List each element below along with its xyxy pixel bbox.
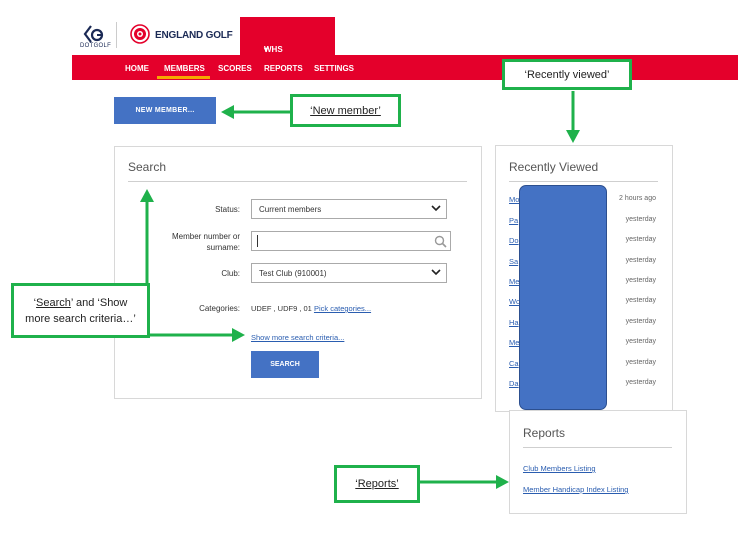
arrowhead-new-member <box>221 105 234 119</box>
england-golf-logo-text: ENGLAND GOLF <box>155 30 233 41</box>
arrowhead-reports <box>496 475 509 489</box>
search-panel <box>114 146 482 399</box>
recent-item-time: yesterday <box>625 338 656 345</box>
dotgolf-logo-text: DOTGOLF <box>80 43 112 49</box>
recent-item-time: yesterday <box>625 318 656 325</box>
annotation-search-word: Search <box>36 296 71 309</box>
recent-item[interactable]: Mo 2 hours ago <box>509 195 656 207</box>
new-member-button[interactable]: NEW MEMBER... <box>114 97 216 124</box>
reports-panel <box>509 410 687 514</box>
recent-item[interactable]: Me yesterday <box>509 338 656 350</box>
recent-item[interactable]: Wo yesterday <box>509 297 656 309</box>
recent-item[interactable]: Da yesterday <box>509 379 656 391</box>
status-select-value: Current members <box>259 205 322 214</box>
recent-item-name[interactable]: Da <box>509 379 519 388</box>
member-search-input[interactable] <box>251 231 451 251</box>
chevron-down-icon: ▾ <box>264 45 269 54</box>
recent-item-time: yesterday <box>625 297 656 304</box>
recent-item-name[interactable]: Sa <box>509 257 519 266</box>
chevron-down-icon <box>431 269 441 276</box>
header-divider <box>116 22 117 48</box>
member-label-line1: Member number or <box>171 232 240 241</box>
recent-item[interactable]: Sa yesterday <box>509 257 656 269</box>
member-handicap-index-listing-link[interactable]: Member Handicap Index Listing <box>523 485 629 494</box>
recent-item[interactable]: Ca yesterday <box>509 359 656 371</box>
search-title: Search <box>128 160 167 174</box>
redaction-block <box>519 185 607 410</box>
member-label: Member number or surname: <box>150 231 240 253</box>
recent-item-name[interactable]: Ha <box>509 318 519 327</box>
whs-platform-tab[interactable]: WHS PLATFORM ▾ <box>240 17 335 63</box>
annotation-search-prefix: ‘ <box>33 296 37 309</box>
nav-active-indicator <box>157 76 210 79</box>
recent-item[interactable]: Me yesterday <box>509 277 656 289</box>
nav-members[interactable]: MEMBERS <box>164 64 205 73</box>
search-divider <box>128 181 467 182</box>
nav-home[interactable]: HOME <box>125 64 149 73</box>
recent-item-name[interactable]: Do <box>509 236 519 245</box>
england-golf-rose-icon <box>130 24 150 44</box>
recent-item-name[interactable]: Pa <box>509 216 519 225</box>
categories-value: UDEF , UDF9 , 01 <box>251 304 312 313</box>
nav-scores[interactable]: SCORES <box>218 64 252 73</box>
club-label: Club: <box>221 269 240 278</box>
show-more-criteria-link[interactable]: Show more search criteria... <box>251 333 345 342</box>
reports-divider <box>523 447 672 448</box>
text-cursor <box>257 235 258 247</box>
club-select-value: Test Club (910001) <box>259 269 327 278</box>
nav-reports[interactable]: REPORTS <box>264 64 303 73</box>
dotgolf-logo-icon <box>83 25 104 43</box>
member-label-line2: surname: <box>206 243 240 252</box>
status-label: Status: <box>215 205 240 214</box>
pick-categories-link[interactable]: Pick categories... <box>313 304 372 313</box>
annotation-reports-text: ‘Reports’ <box>355 478 399 490</box>
recent-item-name[interactable]: Ca <box>509 359 519 368</box>
recent-item-name[interactable]: Me <box>509 277 520 286</box>
recent-item-name[interactable]: Wo <box>509 297 521 306</box>
recent-item-time: yesterday <box>625 359 656 366</box>
annotation-search: ‘Search’ and ‘Show more search criteria…… <box>11 283 150 338</box>
annotation-new-member: ‘New member’ <box>290 94 401 127</box>
annotation-recently-viewed: ‘Recently viewed’ <box>502 59 632 90</box>
recent-item-time: yesterday <box>625 216 656 223</box>
recent-item[interactable]: Ha yesterday <box>509 318 656 330</box>
annotation-search-suffix: ’ and ‘Show <box>70 296 128 309</box>
status-select[interactable]: Current members <box>251 199 447 219</box>
recent-item-time: yesterday <box>625 257 656 264</box>
reports-title: Reports <box>523 426 566 440</box>
recently-viewed-title: Recently Viewed <box>509 160 599 174</box>
recent-item-name[interactable]: Me <box>509 338 520 347</box>
recent-item[interactable]: Pa yesterday <box>509 216 656 228</box>
arrowhead-recently-viewed <box>566 130 580 143</box>
recent-item[interactable]: Do yesterday <box>509 236 656 248</box>
annotation-search-line2: more search criteria…’ <box>25 312 136 325</box>
search-button[interactable]: SEARCH <box>251 351 319 378</box>
annotation-reports: ‘Reports’ <box>334 465 420 503</box>
categories-label: Categories: <box>199 304 240 313</box>
chevron-down-icon <box>431 205 441 212</box>
search-icon[interactable] <box>434 235 447 248</box>
club-members-listing-link[interactable]: Club Members Listing <box>523 464 596 473</box>
recent-item-time: yesterday <box>625 236 656 243</box>
recent-item-time: yesterday <box>625 277 656 284</box>
recently-viewed-divider <box>509 181 658 182</box>
recent-item-time: yesterday <box>625 379 656 386</box>
categories-value-row: UDEF , UDF9 , 01 Pick categories... <box>251 304 371 313</box>
nav-settings[interactable]: SETTINGS <box>314 64 355 73</box>
club-select[interactable]: Test Club (910001) <box>251 263 447 283</box>
recent-item-name[interactable]: Mo <box>509 195 520 204</box>
annotation-new-member-text: ‘New member’ <box>310 104 381 117</box>
recent-item-time: 2 hours ago <box>619 195 656 202</box>
